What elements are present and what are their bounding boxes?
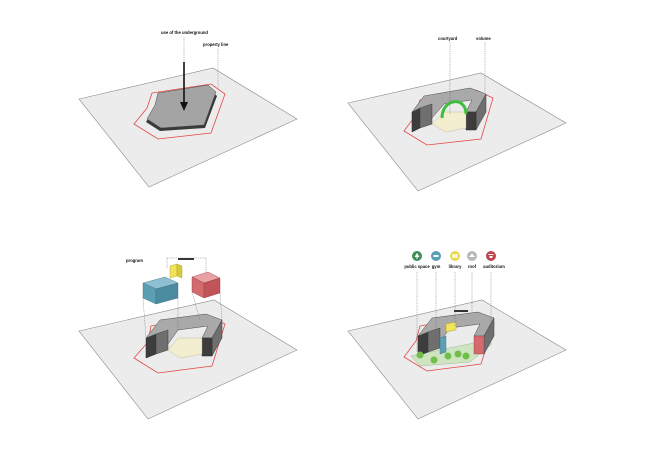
gym-facade: [439, 335, 447, 355]
site-plane: [347, 72, 567, 192]
tree-icon: [444, 352, 452, 360]
legend-label: library: [449, 264, 462, 269]
underground-arrow-head: [180, 102, 188, 111]
legend-label: public space: [404, 264, 430, 269]
courtyard-ring: [440, 100, 468, 119]
tree-icon: [430, 356, 438, 364]
legend-roof: roof: [467, 251, 477, 269]
projection-line: [191, 291, 201, 321]
label-program: program: [126, 258, 143, 263]
legend-library: library: [449, 251, 462, 269]
legend-label: auditorium: [483, 264, 505, 269]
roof-element: [178, 258, 194, 260]
tree-icon: [454, 350, 462, 358]
label-use-of-underground: use of the underground: [161, 30, 208, 35]
label-courtyard: courtyard: [438, 36, 458, 41]
roof-element: [454, 310, 468, 312]
legend-label: roof: [468, 264, 477, 269]
tree-icon: [416, 351, 424, 359]
library-block-front: [169, 263, 178, 279]
panel-program: program: [78, 257, 298, 420]
label-volume: volume: [476, 36, 491, 41]
legend-gym: gym: [431, 251, 441, 269]
trees: [416, 350, 470, 364]
volume-right-wing-face: [465, 111, 477, 131]
legend-auditorium: auditorium: [483, 251, 505, 269]
volume-top: [145, 313, 223, 345]
property-line: [133, 83, 226, 140]
site-plane: [78, 299, 298, 420]
book-icon: [450, 251, 460, 261]
panel-volume: courtyard volume: [347, 36, 567, 192]
projection-line: [142, 297, 147, 339]
panel-final: public space gym library roof auditorium: [347, 251, 567, 420]
projection-line: [219, 292, 223, 321]
auditorium-facade: [473, 335, 485, 355]
courtyard-floor: [167, 337, 203, 359]
underground-slab: [146, 84, 217, 129]
library-block-side: [176, 263, 183, 279]
volume-right-wing-face: [201, 337, 213, 357]
label-property-line: property line: [203, 42, 229, 47]
tree-icon: [462, 352, 470, 360]
library-box: [445, 321, 457, 333]
legend-label: gym: [432, 264, 441, 269]
legend-public-space: public space: [404, 251, 430, 269]
panel-underground: use of the underground property line: [78, 30, 298, 188]
